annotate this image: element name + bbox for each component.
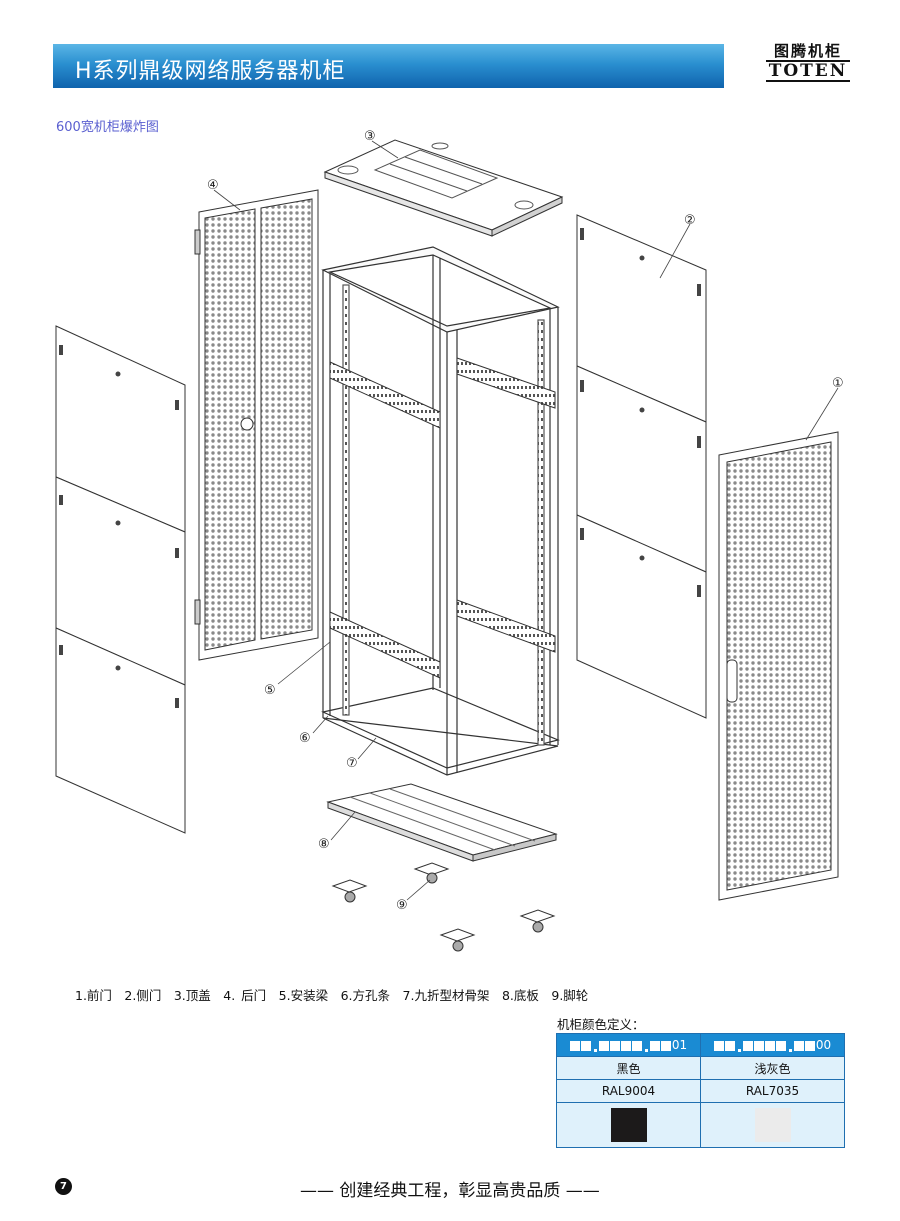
color-name-black: 黑色 <box>556 1056 701 1080</box>
callout-9: ⑨ <box>396 898 408 913</box>
mounting-rails <box>329 357 556 679</box>
left-side-panel-bottom <box>55 627 186 834</box>
caster-1 <box>331 879 368 903</box>
color-ral-row: RAL9004 RAL7035 <box>556 1079 845 1103</box>
exploded-view-drawing: ① ② ③ ④ ⑤ ⑥ ⑦ ⑧ ⑨ <box>55 129 844 952</box>
color-swatch-gray <box>754 1108 791 1142</box>
code-mask-icon <box>569 1038 672 1053</box>
diagram-subtitle: 600宽机柜爆炸图 <box>56 120 159 135</box>
caster-4 <box>519 909 556 933</box>
callout-7: ⑦ <box>346 756 358 771</box>
callouts: ① ② ③ ④ ⑤ ⑥ ⑦ ⑧ ⑨ <box>207 129 844 913</box>
top-cover <box>323 139 564 237</box>
callout-1: ① <box>832 376 844 391</box>
brand-name-cn: 图腾机柜 <box>773 42 842 60</box>
callout-5: ⑤ <box>264 683 276 698</box>
callout-3: ③ <box>364 129 376 144</box>
color-code-row: 01 00 <box>556 1033 845 1057</box>
color-definition-label: 机柜颜色定义： <box>557 1017 645 1032</box>
color-ral-gray: RAL7035 <box>700 1079 845 1103</box>
right-side-panel-bottom <box>576 514 707 719</box>
front-door <box>718 431 839 901</box>
color-name-gray: 浅灰色 <box>700 1056 845 1080</box>
color-name-row: 黑色 浅灰色 <box>556 1056 845 1080</box>
leader-lines <box>213 140 839 901</box>
color-swatch-black <box>610 1108 647 1142</box>
callout-8: ⑧ <box>318 837 330 852</box>
callout-4: ④ <box>207 178 219 193</box>
parts-legend: 1.前门 2.侧门 3.顶盖 4. 后门 5.安装梁 6.方孔条 7.九折型材骨… <box>75 988 589 1003</box>
color-ral-black: RAL9004 <box>556 1079 701 1103</box>
caster-2 <box>413 862 450 884</box>
brand-logo: 图腾机柜 TOTEN <box>766 42 850 82</box>
color-code-suffix: 01 <box>671 1037 688 1052</box>
color-definition-table: 01 00 黑色 浅灰色 RAL9004 RAL7035 <box>556 1033 845 1148</box>
callout-6: ⑥ <box>299 731 311 746</box>
cabinet-frame <box>321 246 560 776</box>
color-code-cell-gray: 00 <box>700 1033 845 1057</box>
footer-slogan: —— 创建经典工程，彰显高贵品质 —— <box>300 1181 600 1201</box>
title-banner: H系列鼎级网络服务器机柜 <box>53 44 724 88</box>
right-side-panels <box>576 214 707 719</box>
rear-door <box>194 189 319 661</box>
page-title: H系列鼎级网络服务器机柜 <box>75 59 346 84</box>
color-swatch-row <box>556 1102 845 1148</box>
callout-2: ② <box>684 213 696 228</box>
base-plate <box>326 783 558 862</box>
casters <box>331 862 556 952</box>
color-code-cell-black: 01 <box>556 1033 701 1057</box>
caster-3 <box>439 928 476 952</box>
code-mask-icon <box>713 1038 816 1053</box>
color-code-suffix: 00 <box>815 1037 832 1052</box>
page-number: 7 <box>55 1178 72 1195</box>
brand-name-en: TOTEN <box>766 60 850 82</box>
left-side-panels <box>55 325 186 834</box>
